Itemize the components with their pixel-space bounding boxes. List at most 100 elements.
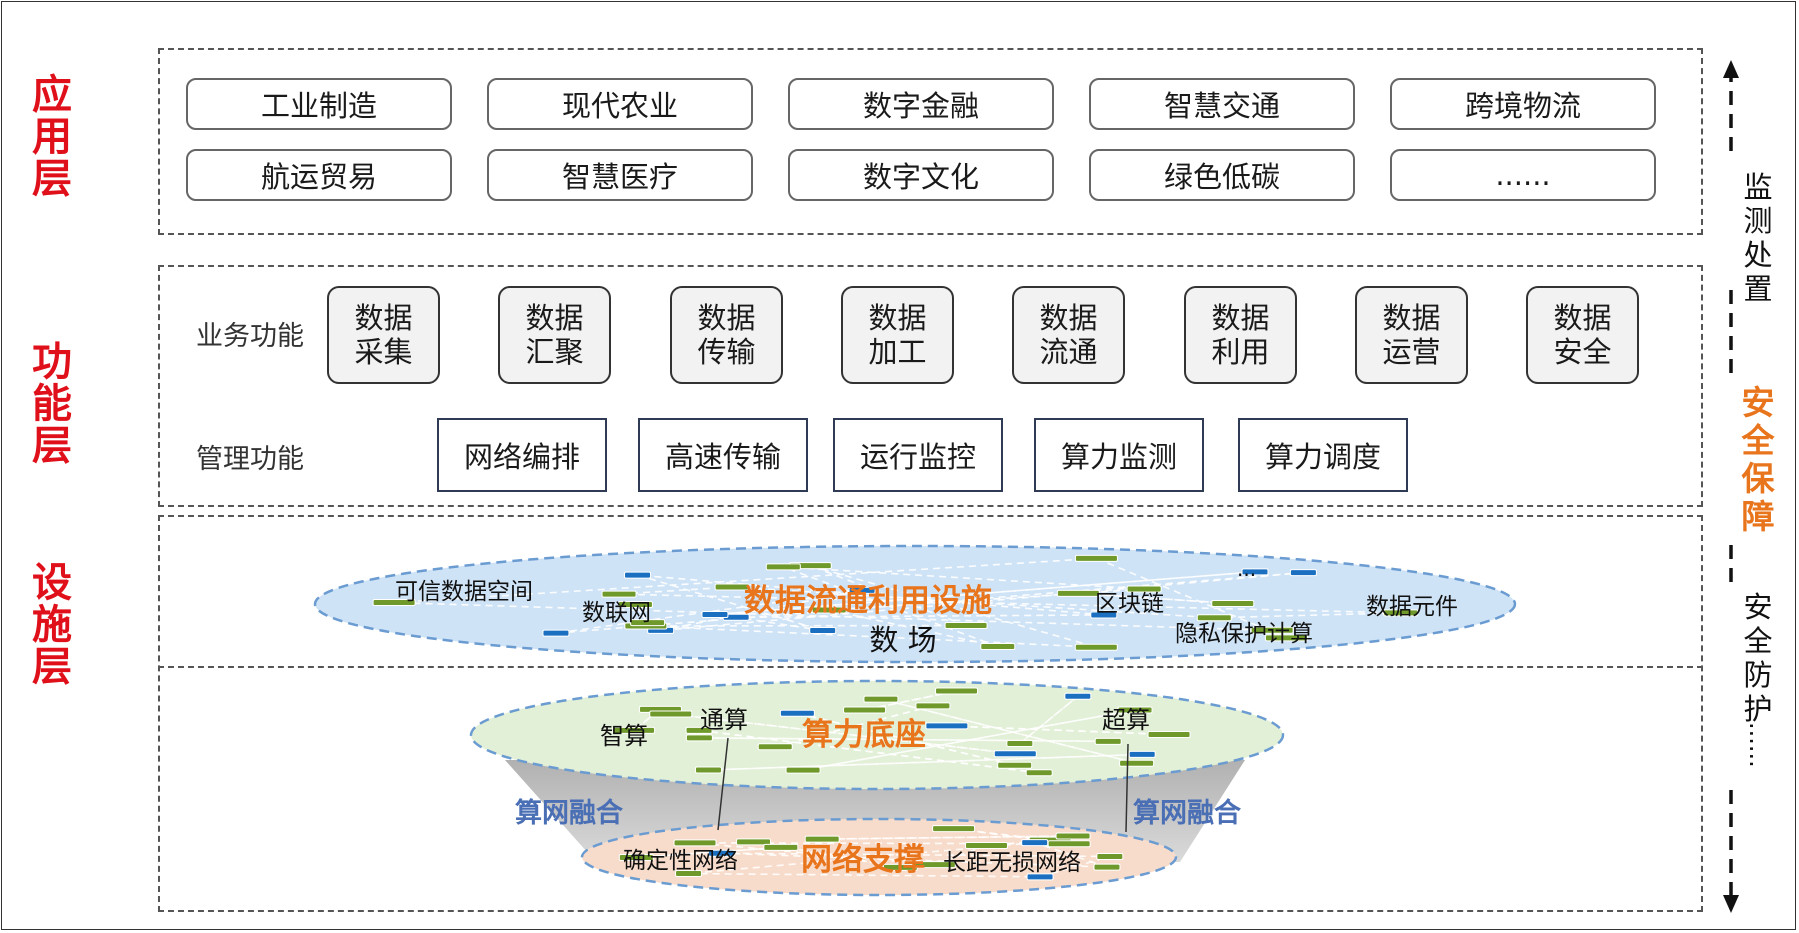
network-link	[822, 835, 1074, 840]
facility-layer-title: 设施层	[32, 560, 72, 690]
network-node	[843, 706, 887, 714]
network-node	[1117, 706, 1153, 714]
network-link	[688, 872, 1041, 878]
network-node	[912, 861, 956, 869]
network-node	[1026, 873, 1054, 881]
network-node	[1056, 589, 1100, 597]
network-node	[1289, 569, 1317, 577]
network-node	[1047, 840, 1091, 848]
network-link	[1078, 592, 1233, 605]
network-link	[1096, 557, 1287, 639]
network-node	[1055, 832, 1091, 840]
network-link	[394, 557, 1097, 604]
side-security-label: 安全保障	[1741, 383, 1775, 536]
fusion-left-label: 算网融合	[515, 797, 623, 829]
network-node	[1211, 600, 1255, 608]
network-link	[619, 593, 1401, 614]
network-node	[630, 619, 666, 627]
business-function-card-line2: 传输	[697, 335, 756, 369]
network-link	[637, 574, 823, 632]
network-link	[880, 698, 1137, 764]
network-node	[964, 841, 1008, 849]
network-link	[736, 616, 823, 632]
application-item: 智慧医疗	[487, 149, 753, 201]
network-node	[1093, 863, 1121, 871]
application-item: 数字金融	[788, 78, 1054, 130]
label-blockchain: 区块链	[1095, 591, 1164, 617]
network-node	[935, 687, 979, 695]
network-node	[804, 835, 840, 843]
connector-chaosuan	[1125, 743, 1129, 833]
label-chaosuan: 超算	[1102, 706, 1150, 734]
network-node	[1119, 759, 1155, 767]
label-tongsuan: 通算	[700, 706, 748, 734]
network-link	[708, 753, 1143, 771]
network-node	[785, 766, 821, 774]
network-node	[809, 626, 837, 634]
application-layer-title: 应用层	[32, 72, 72, 202]
function-layer-title: 功能层	[32, 339, 72, 469]
network-node	[542, 629, 570, 637]
network-node	[675, 870, 703, 878]
network-link	[829, 609, 998, 648]
network-link	[694, 842, 935, 866]
network-node	[624, 571, 652, 579]
network-link	[637, 574, 1104, 616]
application-item: 智慧交通	[1089, 78, 1355, 130]
network-link	[946, 725, 1170, 736]
side-protection-label: 安全防护	[1743, 590, 1773, 726]
network-link	[721, 852, 1108, 868]
fusion-right-label: 算网融合	[1133, 797, 1241, 829]
network-node	[932, 825, 976, 833]
network-node	[1090, 611, 1118, 619]
label-trusted-data-space: 可信数据空间	[395, 579, 533, 605]
business-function-label: 业务功能	[196, 321, 304, 352]
network-node	[944, 621, 988, 629]
application-item: 绿色低碳	[1089, 149, 1355, 201]
network-link	[736, 614, 1104, 619]
network-link	[810, 564, 1097, 648]
network-node	[649, 710, 693, 718]
network-node	[997, 761, 1033, 769]
network-node	[1147, 731, 1191, 739]
network-node	[714, 583, 750, 591]
business-function-card: 数据安全	[1526, 286, 1639, 384]
network-node	[779, 709, 815, 717]
label-data-net: 数联网	[582, 600, 651, 626]
management-function-button: 网络编排	[437, 418, 607, 492]
label-deterministic-network: 确定性网络	[623, 848, 738, 874]
network-node	[1241, 568, 1269, 576]
network-node	[811, 606, 847, 614]
network-link	[618, 586, 733, 595]
business-function-card-line1: 数据	[525, 301, 584, 335]
side-more-label: ......	[1744, 722, 1772, 768]
facility-divider	[158, 666, 1703, 668]
network-node	[1025, 769, 1053, 777]
network-node	[1074, 643, 1118, 651]
network-node	[980, 642, 1016, 650]
business-function-card-line1: 数据	[1553, 301, 1612, 335]
side-monitor-label: 监测处置	[1743, 170, 1773, 306]
network-node	[673, 839, 717, 847]
label-ellipsis: ...	[1237, 557, 1256, 581]
network-node	[757, 743, 793, 751]
management-function-button: 算力监测	[1034, 418, 1204, 492]
label-privacy-computing: 隐私保护计算	[1175, 621, 1313, 647]
network-node	[1128, 750, 1156, 758]
management-function-button: 高速传输	[638, 418, 808, 492]
network-link	[797, 712, 1015, 767]
network-link	[698, 729, 1040, 774]
application-item: 现代农业	[487, 78, 753, 130]
function-layer-box	[158, 265, 1703, 507]
network-link	[775, 705, 934, 748]
business-function-card-line2: 运营	[1382, 335, 1441, 369]
network-link	[394, 601, 1273, 632]
label-data-element: 数据元件	[1366, 594, 1458, 620]
application-item: 跨境物流	[1390, 78, 1656, 130]
network-node	[618, 853, 654, 861]
business-function-card: 数据采集	[327, 286, 440, 384]
application-item: 数字文化	[788, 149, 1054, 201]
network-link	[714, 571, 1256, 616]
business-function-card: 数据加工	[841, 286, 954, 384]
facility-layer-box	[158, 515, 1703, 912]
